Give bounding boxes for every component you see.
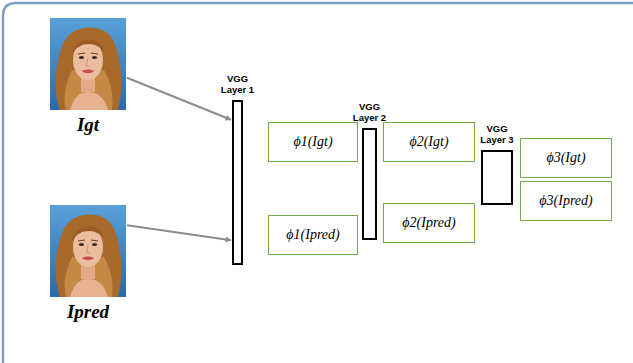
face-photo [50, 205, 126, 297]
face-photo [50, 18, 126, 110]
arrow-connector [127, 78, 231, 120]
feature-box: ϕ3(Igt) [520, 138, 612, 178]
feature-label: ϕ3(Igt) [542, 150, 589, 166]
arrow-connector [127, 225, 231, 240]
feature-box: ϕ3(Ipred) [520, 181, 612, 221]
feature-label: ϕ1(Igt) [289, 134, 336, 150]
feature-box: ϕ2(Ipred) [383, 203, 475, 243]
feature-box: ϕ2(Igt) [383, 122, 475, 162]
feature-box: ϕ1(Ipred) [268, 215, 358, 255]
feature-label: ϕ2(Igt) [405, 134, 452, 150]
layer-label: VGG Layer 3 [476, 124, 518, 146]
feature-label: ϕ2(Ipred) [398, 215, 459, 231]
feature-label: ϕ1(Ipred) [282, 227, 343, 243]
input-image: Ipred [50, 205, 126, 297]
image-label: Ipred [40, 301, 136, 323]
layer-label: VGG Layer 2 [349, 102, 391, 124]
feature-label: ϕ3(Ipred) [535, 193, 596, 209]
frame-border [3, 3, 633, 363]
vgg-layer: VGG Layer 1 [232, 100, 243, 265]
feature-box: ϕ1(Igt) [268, 122, 358, 162]
vgg-layer: VGG Layer 2 [362, 128, 377, 240]
image-label: Igt [40, 114, 136, 136]
vgg-layer: VGG Layer 3 [481, 150, 513, 205]
input-image: Igt [50, 18, 126, 110]
layer-label: VGG Layer 1 [217, 74, 259, 96]
